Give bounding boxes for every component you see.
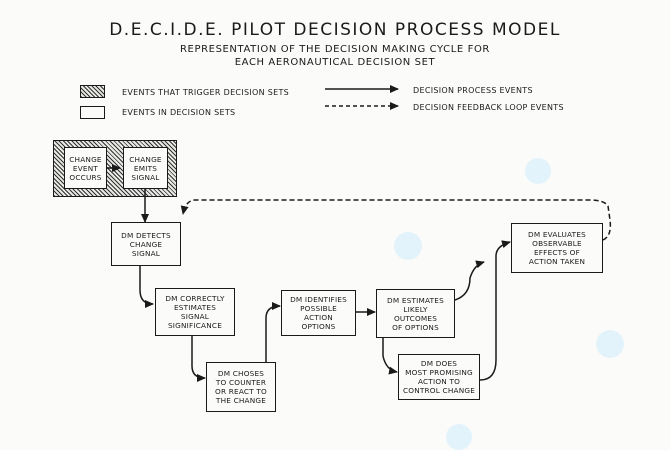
estimates-outcomes-box: DM ESTIMATES LIKELY OUTCOMES OF OPTIONS: [376, 289, 455, 338]
change-emits-box: CHANGE EMITS SIGNAL: [123, 147, 168, 189]
does-box: DM DOES MOST PROMISING ACTION TO CONTROL…: [398, 354, 480, 400]
arrow-outcomes-to-does: [382, 338, 398, 375]
scan-spot: [525, 158, 551, 184]
scan-spot: [446, 424, 472, 450]
detects-box: DM DETECTS CHANGE SIGNAL: [111, 222, 181, 266]
arrow-detects-to-estimates: [139, 265, 154, 308]
arrow-estimates-to-choses: [191, 336, 206, 382]
feedback-loop-arrow: [180, 199, 612, 241]
diagram-title: D.E.C.I.D.E. PILOT DECISION PROCESS MODE…: [109, 20, 561, 40]
choses-box: DM CHOSES TO COUNTER OR REACT TO THE CHA…: [206, 362, 276, 412]
identifies-box: DM IDENTIFIES POSSIBLE ACTION OPTIONS: [281, 290, 356, 336]
legend-decision-set-label: EVENTS IN DECISION SETS: [122, 108, 236, 117]
subtitle-line-2: EACH AERONAUTICAL DECISION SET: [234, 57, 436, 68]
subtitle-line-1: REPRESENTATION OF THE DECISION MAKING CY…: [180, 44, 490, 55]
arrow-outcomes-to-evaluate: [454, 260, 485, 301]
scan-spot: [394, 232, 422, 260]
legend-feedback-label: DECISION FEEDBACK LOOP EVENTS: [413, 103, 564, 112]
legend-trigger-label: EVENTS THAT TRIGGER DECISION SETS: [122, 88, 290, 97]
legend-process-label: DECISION PROCESS EVENTS: [413, 86, 533, 95]
scan-spot: [596, 330, 624, 358]
arrow-does-to-evaluates: [479, 240, 511, 381]
legend-trigger-swatch: [80, 85, 105, 98]
estimates-signal-box: DM CORRECTLY ESTIMATES SIGNAL SIGNIFICAN…: [155, 288, 235, 336]
evaluates-box: DM EVALUATES OBSERVABLE EFFECTS OF ACTIO…: [511, 223, 603, 273]
legend-decision-set-swatch: [80, 106, 105, 119]
arrow-choses-to-identifies: [265, 302, 281, 385]
change-event-box: CHANGE EVENT OCCURS: [64, 147, 107, 189]
